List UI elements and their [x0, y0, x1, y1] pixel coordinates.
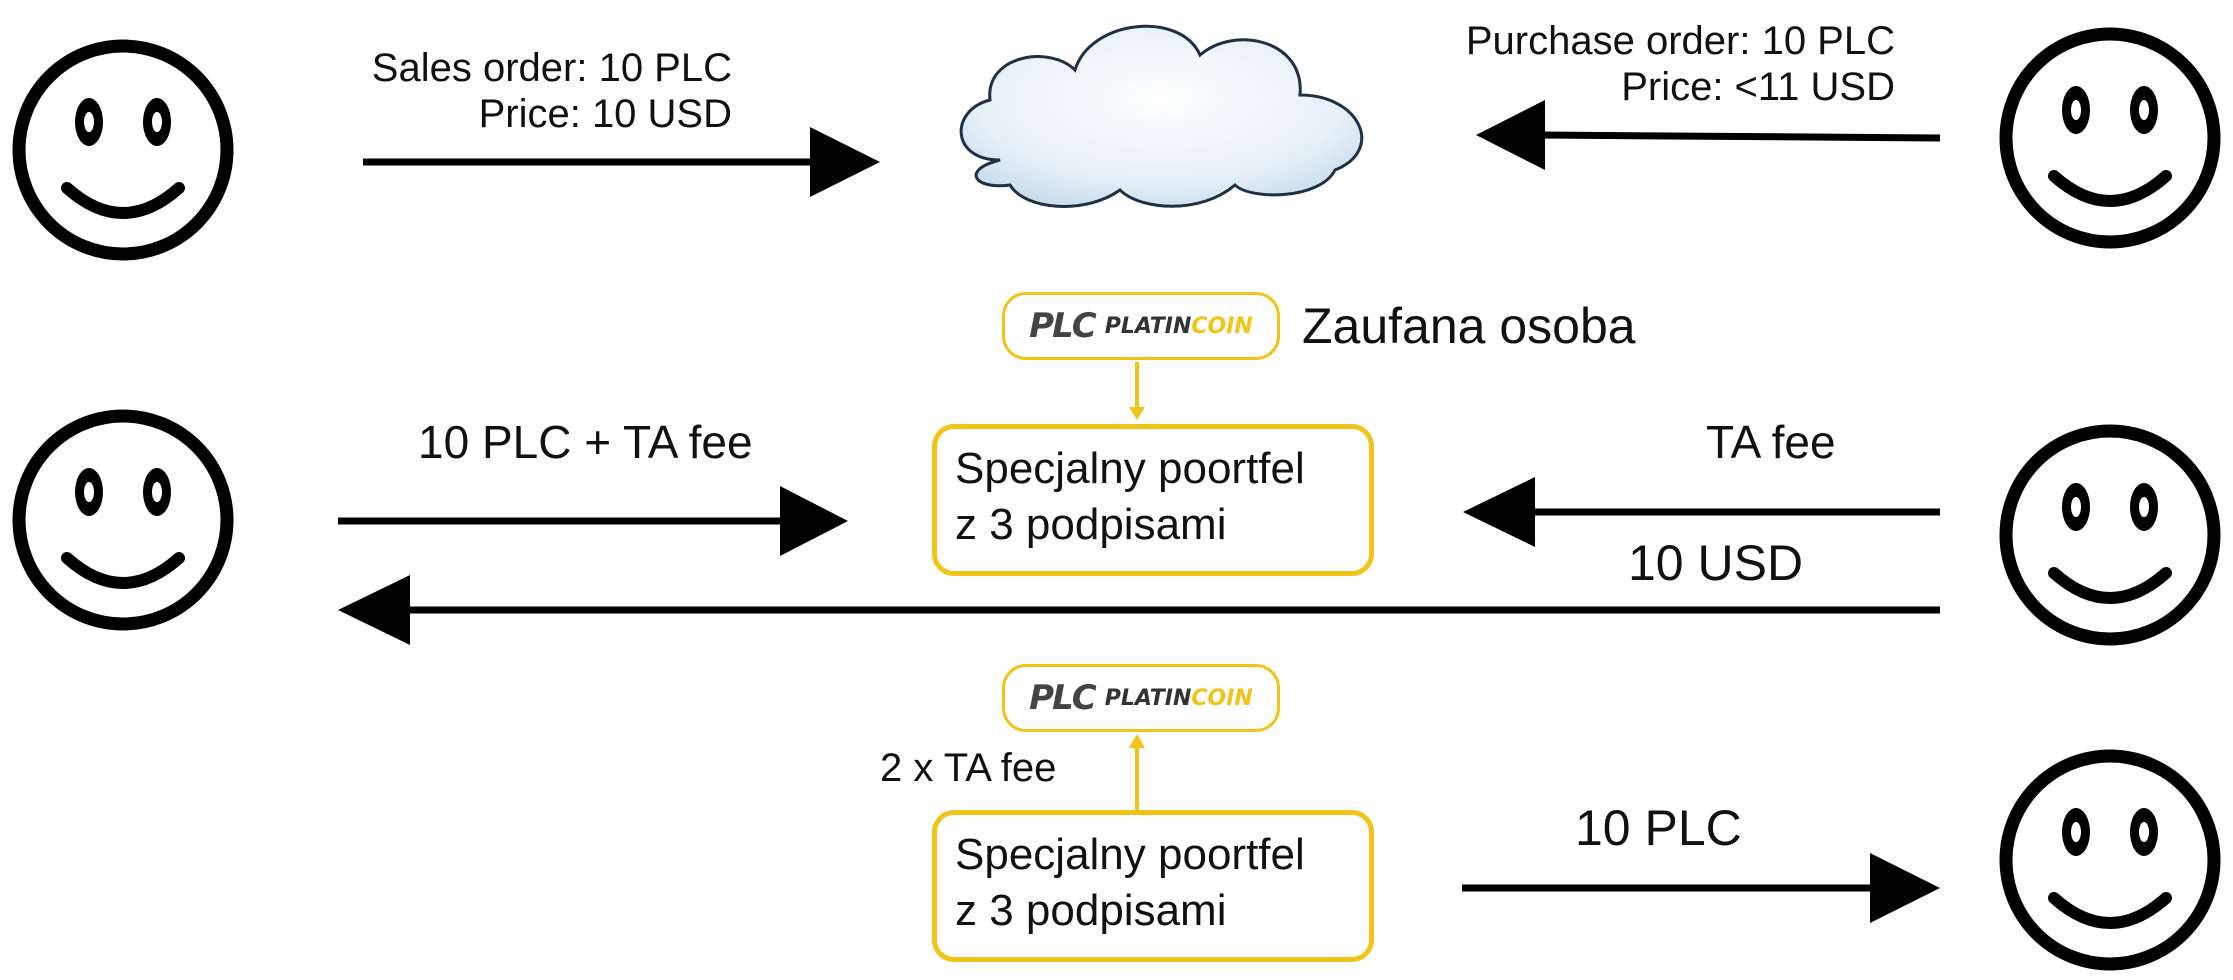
trusted-person-label: Zaufana osoba — [1302, 298, 1636, 354]
arrow-head-icon — [1463, 477, 1535, 547]
wallet-line-2: z 3 podpisami — [955, 886, 1227, 935]
seller-send-label: 10 PLC + TA fee — [418, 416, 753, 468]
arrow-head-icon — [338, 575, 410, 645]
connector-head-icon — [1129, 734, 1145, 748]
logo-word-platin: PLATIN — [1104, 685, 1192, 711]
purchase-price-text: Price: <11 USD — [1621, 65, 1895, 109]
sales-order-label: Sales order: 10 PLC Price: 10 USD — [300, 45, 732, 137]
smiley-icon — [1999, 27, 2221, 249]
multisig-wallet-box: Specjalny poortfel z 3 podpisami — [932, 424, 1374, 576]
arrow-head-icon — [810, 127, 880, 197]
smiley-icon — [12, 39, 234, 261]
sales-order-text: Sales order: 10 PLC — [371, 46, 732, 90]
smiley-icon — [1999, 424, 2221, 646]
logo-word-coin: COIN — [1191, 313, 1253, 339]
logo-word-coin: COIN — [1191, 685, 1253, 711]
payment-label: 10 USD — [1628, 535, 1804, 591]
plc-mark: PLC — [1029, 678, 1097, 718]
purchase-order-label: Purchase order: 10 PLC Price: <11 USD — [1400, 18, 1895, 110]
multisig-wallet-box: Specjalny poortfel z 3 podpisami — [932, 810, 1374, 962]
arrow-head-icon — [780, 486, 848, 556]
purchase-order-text: Purchase order: 10 PLC — [1465, 19, 1895, 63]
arrow-head-icon — [1870, 853, 1940, 923]
sales-price-text: Price: 10 USD — [478, 92, 732, 136]
wallet-line-1: Specjalny poortfel — [955, 444, 1305, 493]
double-fee-label: 2 x TA fee — [880, 746, 1057, 790]
plc-mark: PLC — [1029, 306, 1097, 346]
wallet-line-1: Specjalny poortfel — [955, 830, 1305, 879]
arrow-head-icon — [1476, 100, 1545, 170]
platincoin-logo: PLC PLATIN COIN — [1002, 292, 1280, 360]
connector-head-icon — [1129, 407, 1145, 420]
wallet-line-2: z 3 podpisami — [955, 500, 1227, 549]
purchase-order-arrow — [1539, 131, 1941, 142]
delivery-label: 10 PLC — [1575, 800, 1742, 856]
smiley-icon — [12, 409, 234, 631]
platincoin-logo: PLC PLATIN COIN — [1002, 664, 1280, 732]
cloud-icon — [959, 24, 1364, 208]
buyer-fee-label: TA fee — [1706, 416, 1836, 468]
logo-word-platin: PLATIN — [1104, 313, 1192, 339]
smiley-icon — [1999, 749, 2221, 971]
